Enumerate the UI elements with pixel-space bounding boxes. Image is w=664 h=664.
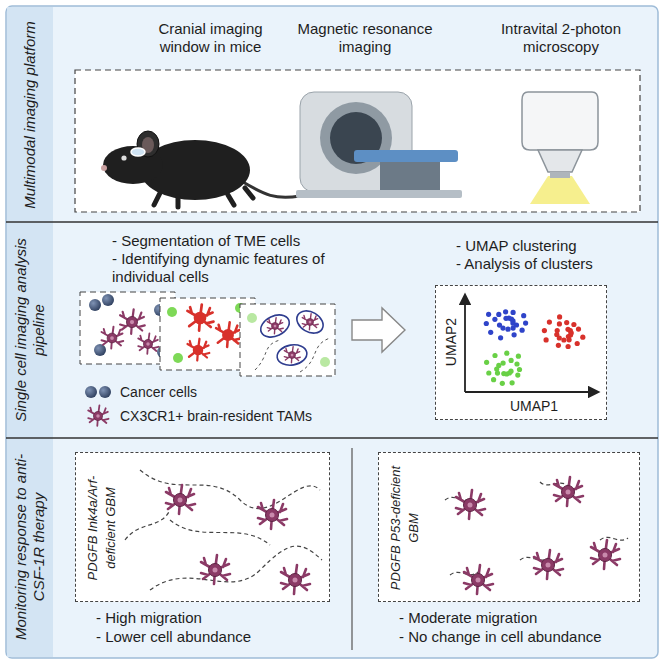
bullet-text: - Lower cell abundance (96, 628, 336, 646)
step-text: - Identifying dynamic features of indivi… (112, 250, 327, 286)
method-label: Cranial imaging window in mice (138, 20, 283, 56)
axis-label: UMAP2 (442, 294, 460, 390)
section-heading: PDGFB Ink4a/Arf-deficient GBM (80, 458, 124, 598)
bullet-text: - High migration (96, 609, 336, 627)
dashed-box: PDGFB P53-deficient GBM- Moderate migrat… (378, 452, 640, 602)
section-heading: Single cell imaging analysis pipeline (8, 227, 52, 433)
dashed-box: PDGFB Ink4a/Arf-deficient GBM- High migr… (75, 452, 330, 602)
axis-label: UMAP1 (494, 397, 574, 415)
section-heading: Multimodal imaging platform (8, 13, 52, 217)
section-heading: PDGFB P53-deficient GBM (383, 458, 427, 598)
legend-sample (80, 380, 116, 404)
panel-band: Monitoring response to anti-CSF-1R thera… (8, 438, 656, 656)
bullet-text: - No change in cell abundance (399, 628, 649, 646)
method-label: Magnetic resonance imaging (290, 20, 440, 56)
bullet-text: - Analysis of clusters (456, 255, 646, 273)
step-text: - Segmentation of TME cells (112, 232, 392, 250)
bullet-text: - UMAP clustering (456, 237, 646, 255)
dashed-box: - UMAP clustering- Analysis of clustersU… (435, 285, 607, 420)
method-label: Intravital 2-photon microscopy (486, 20, 636, 56)
panel-band: Single cell imaging analysis pipeline - U… (8, 222, 656, 438)
legend-sample (80, 404, 116, 428)
legend-text: Cancer cells (120, 383, 350, 401)
bullet-text: - Moderate migration (399, 609, 649, 627)
legend-text: CX3CR1+ brain-resident TAMs (120, 407, 350, 425)
section-heading: Monitoring response to anti-CSF-1R thera… (8, 443, 52, 651)
